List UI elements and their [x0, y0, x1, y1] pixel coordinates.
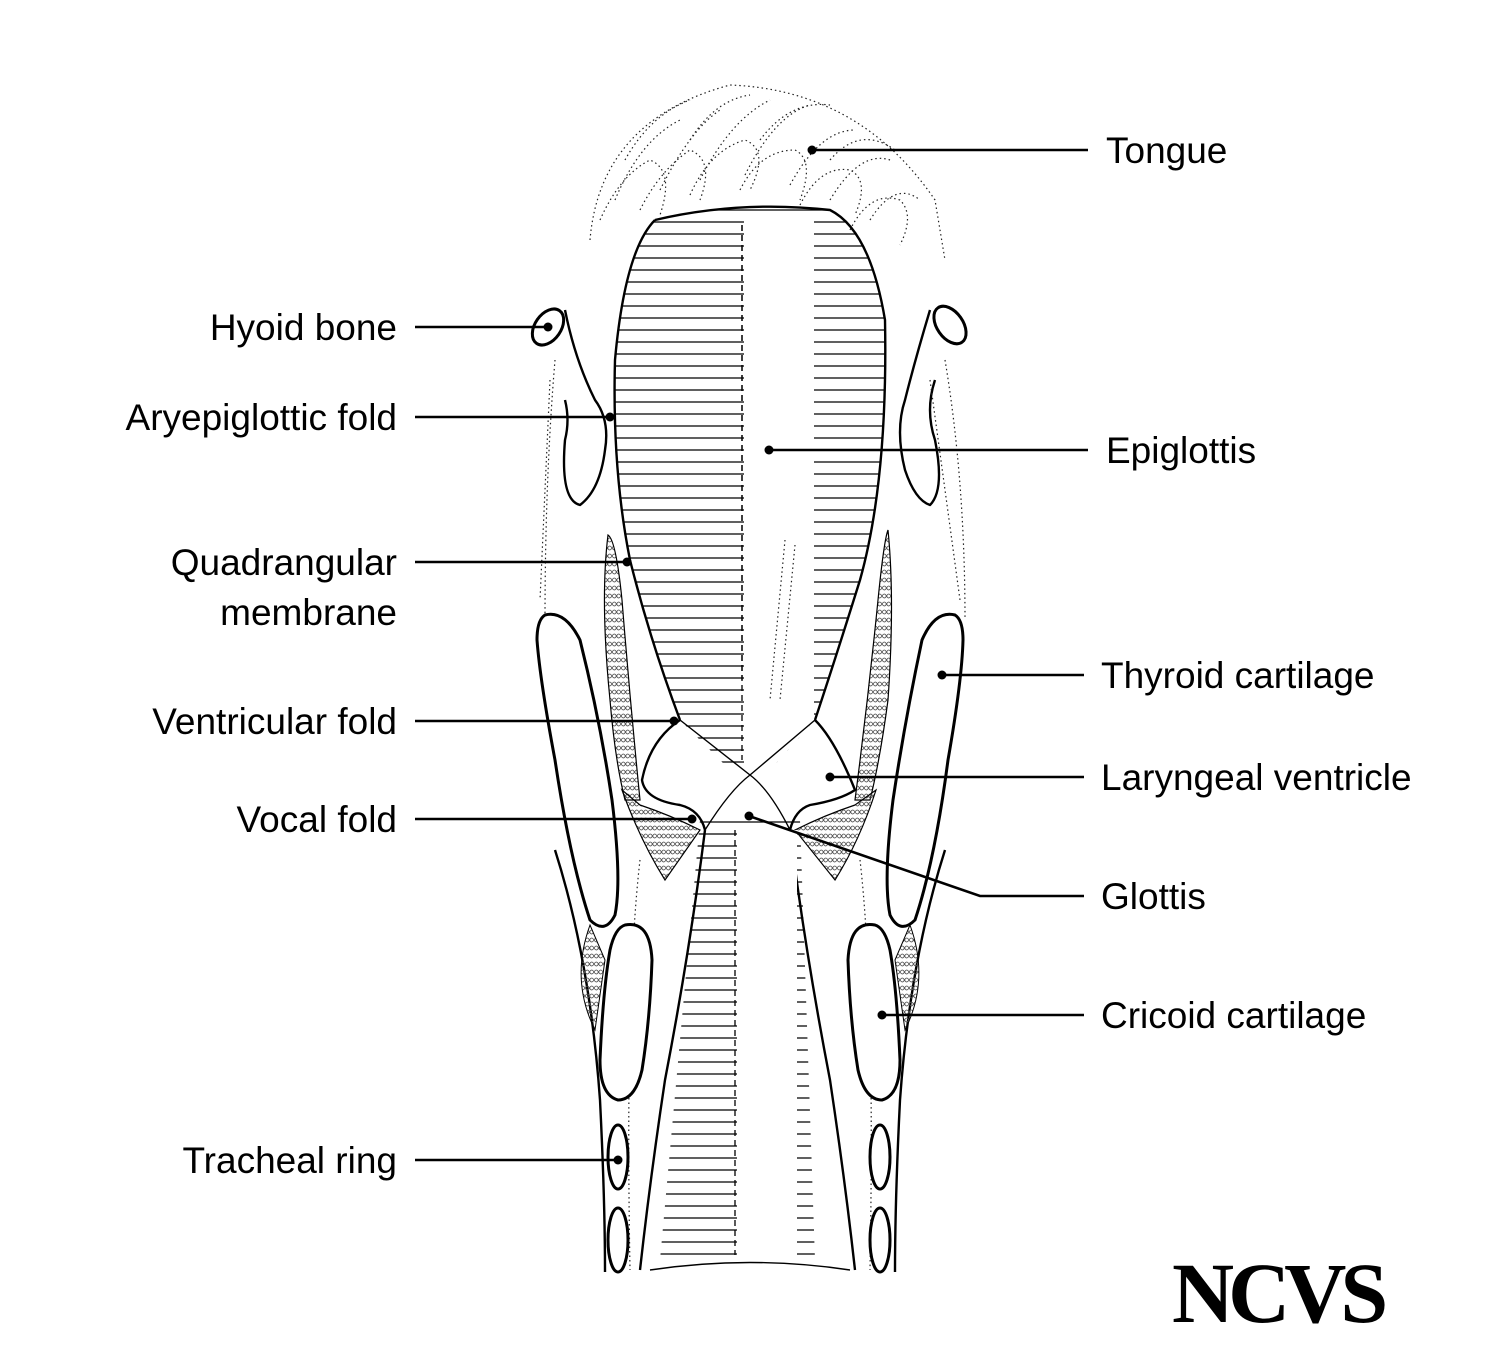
cricoid-cartilage-illustration [580, 922, 920, 1102]
label-glottis: Glottis [1101, 876, 1206, 917]
label-laryngeal-ventricle: Laryngeal ventricle [1101, 757, 1412, 798]
leader-glottis [748, 814, 1084, 898]
label-epiglottis: Epiglottis [1106, 430, 1256, 471]
label-thyroid-cartilage: Thyroid cartilage [1101, 655, 1375, 696]
label-quadrangular-membrane-line1: Quadrangular [171, 542, 397, 583]
label-ventricular-fold: Ventricular fold [152, 701, 397, 742]
label-tracheal-ring: Tracheal ring [182, 1140, 397, 1181]
label-aryepiglottic-fold: Aryepiglottic fold [126, 397, 397, 438]
label-hyoid-bone: Hyoid bone [210, 307, 397, 348]
label-tongue: Tongue [1106, 130, 1227, 171]
tongue-illustration [589, 84, 946, 261]
leader-lines [415, 145, 1088, 1165]
labels: Tongue Hyoid bone Aryepiglottic fold Epi… [126, 130, 1412, 1181]
label-quadrangular-membrane-line2: membrane [220, 592, 397, 633]
label-vocal-fold: Vocal fold [237, 799, 397, 840]
ventricular-fold-illustration [620, 719, 878, 882]
ncvs-logo: NCVS [1172, 1245, 1385, 1341]
label-cricoid-cartilage: Cricoid cartilage [1101, 995, 1366, 1036]
thyroid-cartilage-illustration [535, 612, 965, 928]
epiglottis-illustration [613, 205, 887, 770]
